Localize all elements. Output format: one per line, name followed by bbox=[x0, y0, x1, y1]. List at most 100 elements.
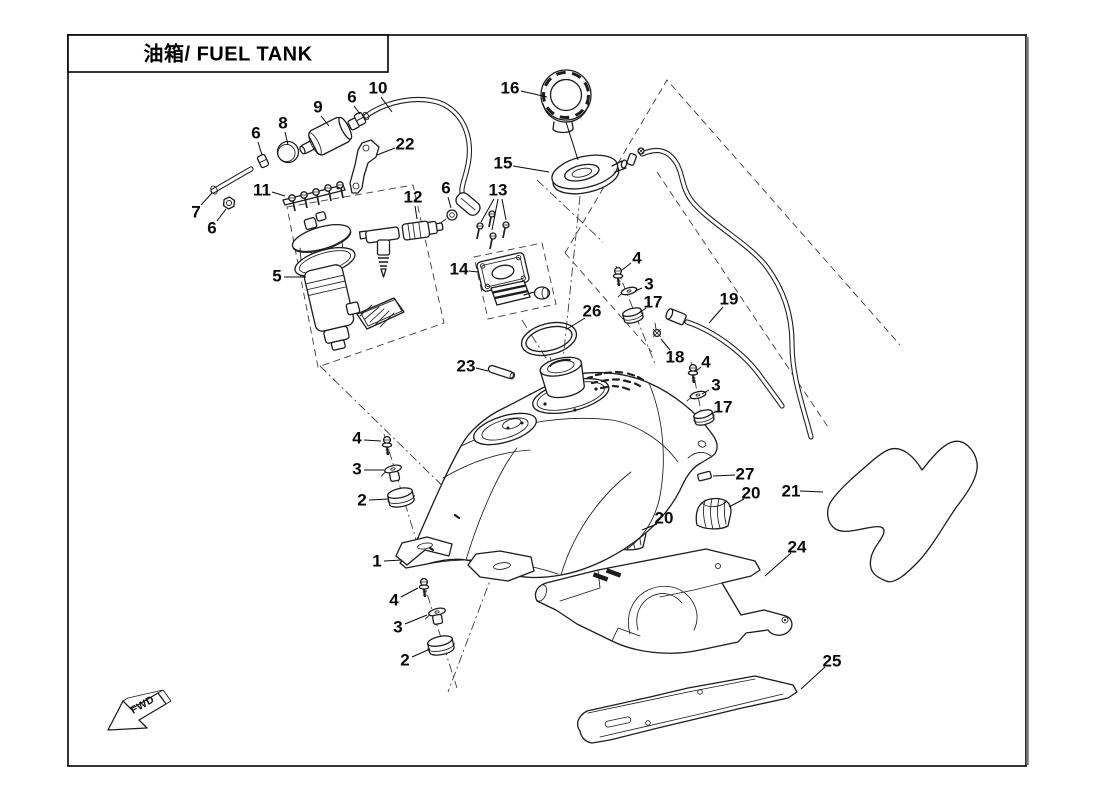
callout-label-23: 23 bbox=[457, 357, 476, 376]
part-6-ring bbox=[446, 209, 458, 221]
callout-label-13: 13 bbox=[489, 181, 508, 200]
injector-assembly bbox=[358, 192, 481, 278]
part-22-bracket bbox=[349, 139, 380, 194]
leader-line bbox=[800, 666, 826, 690]
elbow-fitting bbox=[455, 192, 481, 216]
callout-label-5: 5 bbox=[272, 267, 281, 286]
part-7-fuel-pipe bbox=[210, 166, 254, 195]
part-8-spacer bbox=[276, 140, 300, 164]
mounting-set-right-2 bbox=[686, 363, 715, 426]
leader-line bbox=[368, 498, 389, 501]
part-6-nut bbox=[222, 196, 236, 210]
callout-label-6: 6 bbox=[441, 179, 450, 198]
washer-3 bbox=[617, 286, 638, 298]
leader-line bbox=[707, 411, 716, 417]
part-24-tank-bracket bbox=[534, 548, 793, 654]
part-21-foam-pad bbox=[826, 440, 978, 583]
leader-line bbox=[764, 552, 792, 577]
callout-label-3: 3 bbox=[393, 618, 402, 637]
callout-label-25: 25 bbox=[823, 652, 842, 671]
part-18-clamp bbox=[652, 322, 662, 338]
leader-line bbox=[799, 490, 824, 493]
leader-line bbox=[353, 105, 361, 115]
callout-label-22: 22 bbox=[396, 135, 415, 154]
callout-label-17: 17 bbox=[714, 398, 733, 417]
callout-label-15: 15 bbox=[494, 154, 513, 173]
leader-line bbox=[284, 131, 289, 146]
leader-line bbox=[376, 147, 396, 156]
leader-line bbox=[712, 474, 736, 477]
part-16-fuel-cap bbox=[540, 69, 592, 161]
leader-line bbox=[480, 198, 495, 223]
mounting-set-right-1 bbox=[612, 266, 644, 324]
leader-line bbox=[414, 205, 418, 220]
callout-label-27: 27 bbox=[736, 465, 755, 484]
part-26-o-ring bbox=[520, 321, 578, 357]
callout-label-7: 7 bbox=[191, 203, 200, 222]
part-11-screws bbox=[288, 181, 344, 212]
part-5-fuel-pump bbox=[282, 181, 405, 351]
washer-3 bbox=[424, 607, 446, 620]
pump-strainer bbox=[356, 297, 405, 330]
callout-label-17: 17 bbox=[644, 293, 663, 312]
page-frame: 油箱/ FUEL TANK bbox=[67, 34, 1029, 767]
leader-line bbox=[501, 198, 507, 221]
leader-line bbox=[701, 389, 710, 395]
callout-label-18: 18 bbox=[666, 348, 685, 367]
leader-line bbox=[512, 165, 550, 173]
callout-label-6: 6 bbox=[207, 219, 216, 238]
leader-line bbox=[380, 96, 393, 113]
leader-line bbox=[200, 192, 213, 206]
part-14-fuel-sensor bbox=[476, 210, 551, 306]
leader-line bbox=[320, 115, 330, 127]
callout-label-4: 4 bbox=[632, 249, 642, 268]
grommet-2 bbox=[387, 487, 415, 508]
bolt-4 bbox=[612, 266, 624, 287]
leader-line bbox=[468, 270, 479, 273]
part-15-filler-neck bbox=[551, 147, 645, 195]
part-10-fuel-hose bbox=[362, 96, 473, 200]
callout-label-3: 3 bbox=[352, 460, 361, 479]
part-12-injector bbox=[401, 220, 444, 241]
callout-label-11: 11 bbox=[253, 181, 271, 200]
part-23-pin bbox=[487, 364, 516, 380]
leader-line bbox=[411, 648, 431, 658]
part-1-fuel-tank bbox=[395, 356, 718, 582]
leader-line bbox=[404, 614, 428, 625]
leader-line bbox=[383, 559, 403, 562]
fuel-filter-line bbox=[210, 96, 473, 210]
callout-label-24: 24 bbox=[788, 538, 807, 557]
callout-label-4: 4 bbox=[389, 591, 399, 610]
leader-line bbox=[638, 307, 647, 314]
callout-label-20: 20 bbox=[655, 509, 674, 528]
part-6-clamp-a bbox=[256, 153, 270, 169]
title-box bbox=[67, 34, 389, 73]
leader-line bbox=[363, 439, 382, 442]
bolt-4 bbox=[687, 363, 699, 384]
callout-label-2: 2 bbox=[357, 491, 366, 510]
part-19-fuel-hose bbox=[665, 308, 785, 409]
page-title: 油箱/ FUEL TANK bbox=[143, 42, 312, 66]
leader-line bbox=[660, 338, 671, 351]
grommet-2 bbox=[427, 635, 455, 656]
part-25-heat-shield bbox=[576, 675, 798, 744]
leader-line bbox=[641, 523, 658, 531]
leader-line bbox=[216, 208, 227, 222]
filler-tube bbox=[539, 356, 585, 399]
vent-hose bbox=[639, 147, 814, 440]
callout-label-19: 19 bbox=[720, 290, 739, 309]
callout-label-21: 21 bbox=[782, 482, 801, 501]
callout-label-4: 4 bbox=[352, 429, 362, 448]
leader-line bbox=[271, 191, 286, 197]
leader-line bbox=[566, 317, 586, 330]
leader-line bbox=[400, 587, 419, 598]
leader-line bbox=[257, 141, 263, 156]
grommet-17 bbox=[693, 409, 715, 426]
leader-line bbox=[708, 306, 724, 324]
callout-label-12: 12 bbox=[404, 188, 423, 207]
callout-label-3: 3 bbox=[711, 376, 720, 395]
callout-label-14: 14 bbox=[450, 260, 469, 279]
